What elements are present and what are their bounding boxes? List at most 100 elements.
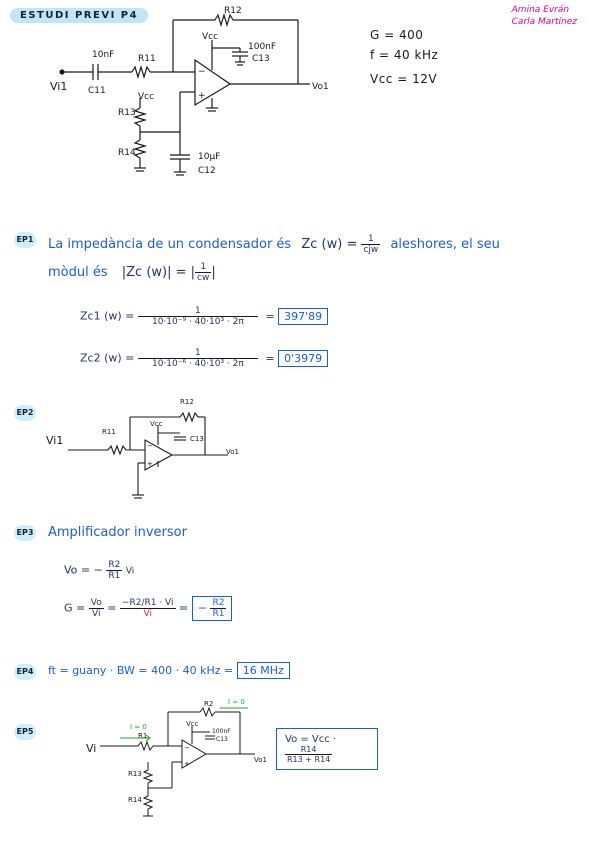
ep1-z1-fraction: 1 10·10⁻⁹ · 40·10³ · 2π <box>137 306 258 327</box>
ep3-title: Amplificador inversor <box>48 525 187 540</box>
ep5-r2-label: R2 <box>204 700 214 708</box>
ep1-badge: EP1 <box>14 232 36 248</box>
c11-value: 10nF <box>92 50 115 60</box>
ep1-z1-num: 1 <box>137 306 258 317</box>
ep5-vout-label: Vo1 <box>254 756 267 764</box>
circuit-schematic-ep5: − + <box>100 706 255 817</box>
ep3-g-result-num: R2 <box>210 598 227 609</box>
ep1-line1-end: aleshores, el seu <box>390 237 500 252</box>
ep3-g-mid-num: −R2/R1 · Vi <box>119 598 176 609</box>
ep2-c13-label: C13 <box>190 435 204 443</box>
ep3-g-row: G = Vo Vi = −R2/R1 · Vi Vi = − R2 R1 <box>64 596 233 621</box>
ep5-formula-den: R13 + R14 <box>287 755 331 764</box>
ep2-vout-label: Vo1 <box>226 448 239 456</box>
resistor-r11-ep2 <box>107 444 127 456</box>
svg-text:+: + <box>184 760 190 768</box>
spec-vcc: Vcc = 12V <box>370 72 438 86</box>
circuit-schematic-ep2: − + <box>68 411 228 499</box>
spec-frequency: f = 40 kHz <box>370 48 439 62</box>
ep5-formula-num: R14 <box>285 745 333 755</box>
ep1-zc-fraction: 1 cjw <box>361 234 381 255</box>
ep1-zc1-row: Zc1 (w) = 1 10·10⁻⁹ · 40·10³ · 2π = 397'… <box>80 306 329 327</box>
ep1-mod-den: cw <box>197 273 210 283</box>
ep1-z2-num: 1 <box>137 348 258 359</box>
ep5-formula-lhs: Vo = Vcc · <box>285 734 337 745</box>
ep5-formula-box: Vo = Vcc · R14 R13 + R14 <box>276 728 378 770</box>
ep1-z1-den: 10·10⁻⁹ · 40·10³ · 2π <box>151 317 244 327</box>
ep5-r14-label: R14 <box>128 796 142 804</box>
page-title: ESTUDI PREVI P4 <box>10 8 149 23</box>
ep3-g-eq: = <box>107 601 117 615</box>
resistor-r1-ep5 <box>137 740 154 752</box>
ep1-z2-fraction: 1 10·10⁻⁶ · 40·10³ · 2π <box>137 348 258 369</box>
ep3-vo-rhs: Vi <box>125 566 135 577</box>
opamp-ep5 <box>181 739 207 769</box>
ep5-vcc-label: Vcc <box>186 720 199 728</box>
ep5-c13-label: C13 <box>216 736 228 743</box>
author-2: Carla Martínez <box>511 17 577 27</box>
vcc-label-bias: Vcc <box>138 92 155 102</box>
ep2-vin-label: Vi1 <box>46 434 64 447</box>
svg-text:−: − <box>198 67 206 77</box>
ep3-g-den: Vi <box>92 609 101 619</box>
authors: Amina Evrán Carla Martínez <box>512 4 577 28</box>
svg-text:−: − <box>184 744 190 752</box>
ep1-mod-num: 1 <box>195 262 212 273</box>
ep5-formula-fraction: R14 R13 + R14 <box>285 745 333 764</box>
c12-label: C12 <box>198 166 216 176</box>
ep3-g-result: − R2 R1 <box>191 596 233 621</box>
ep3-g-num: Vo <box>88 598 104 609</box>
ep1-z2-lhs: Zc2 (w) = <box>80 351 135 365</box>
ep5-vin-label: Vi <box>86 742 97 755</box>
author-1: Amina Evrán <box>511 5 570 15</box>
ep5-badge: EP5 <box>14 724 36 740</box>
svg-text:+: + <box>147 460 153 468</box>
ep3-vo-den: R1 <box>108 571 121 581</box>
ep1-z1-result: 397'89 <box>278 307 329 325</box>
resistor-r14-ep5 <box>142 795 154 810</box>
resistor-r12 <box>214 12 234 28</box>
ep3-g-lhs: G = <box>64 601 86 615</box>
ep3-badge: EP3 <box>14 525 36 541</box>
ep1-line1-start: La impedància de un condensador és <box>48 237 292 252</box>
circuit-schematic-main: − + <box>59 12 310 176</box>
ep3-vo-num: R2 <box>106 560 123 571</box>
vcc-label-top: Vcc <box>202 32 219 42</box>
ep3-g-result-prefix: − <box>197 601 207 615</box>
ep4-row: ft = guany · BW = 400 · 40 kHz = 16 MHz <box>48 662 290 679</box>
ep1-line2-start: mòdul és <box>48 265 108 280</box>
ep3-g-mid-den: Vi <box>143 609 152 619</box>
ep2-r1-label: R11 <box>102 428 116 436</box>
ep1-zc-den: cjw <box>363 245 379 255</box>
ep1-z2-den: 10·10⁻⁶ · 40·10³ · 2π <box>151 359 244 369</box>
ep1-z1-lhs: Zc1 (w) = <box>80 309 135 323</box>
ep5-c13-value: 100nF <box>212 728 231 735</box>
spec-gain: G = 400 <box>370 28 424 42</box>
ep1-mod-lhs: |Zc (w)| = | <box>121 265 196 280</box>
ep4-expr: ft = guany · BW = 400 · 40 kHz = <box>48 664 234 677</box>
ep2-badge: EP2 <box>14 405 36 421</box>
ep3-g-result-fraction: R2 R1 <box>210 598 227 619</box>
ep5-current-feedback: I ≈ 0 <box>228 698 245 706</box>
ep5-r1-label: R1 <box>138 732 148 740</box>
ep3-g-mid-fraction: −R2/R1 · Vi Vi <box>119 598 176 619</box>
resistor-r2-ep5 <box>199 706 216 718</box>
ep5-current-input: I ≈ 0 <box>130 723 147 731</box>
ep1-z2-result: 0'3979 <box>278 349 329 367</box>
opamp-1 <box>194 58 232 107</box>
resistor-r14 <box>132 139 148 159</box>
ep5-r13-label: R13 <box>128 770 142 778</box>
vin-label: Vi1 <box>50 80 68 93</box>
ep1-mod-end: | <box>211 265 216 280</box>
r11-label: R11 <box>138 54 156 64</box>
svg-text:+: + <box>198 91 206 101</box>
resistor-r12-ep2 <box>179 411 199 423</box>
r12-label: R12 <box>224 6 242 16</box>
vout-label: Vo1 <box>312 82 329 92</box>
ep4-result: 16 MHz <box>236 662 290 679</box>
ep3-g-fraction: Vo Vi <box>88 598 104 619</box>
resistor-r13-ep5 <box>142 769 154 784</box>
ep1-line1: La impedància de un condensador és Zc (w… <box>48 234 588 255</box>
resistor-r11 <box>131 64 151 80</box>
